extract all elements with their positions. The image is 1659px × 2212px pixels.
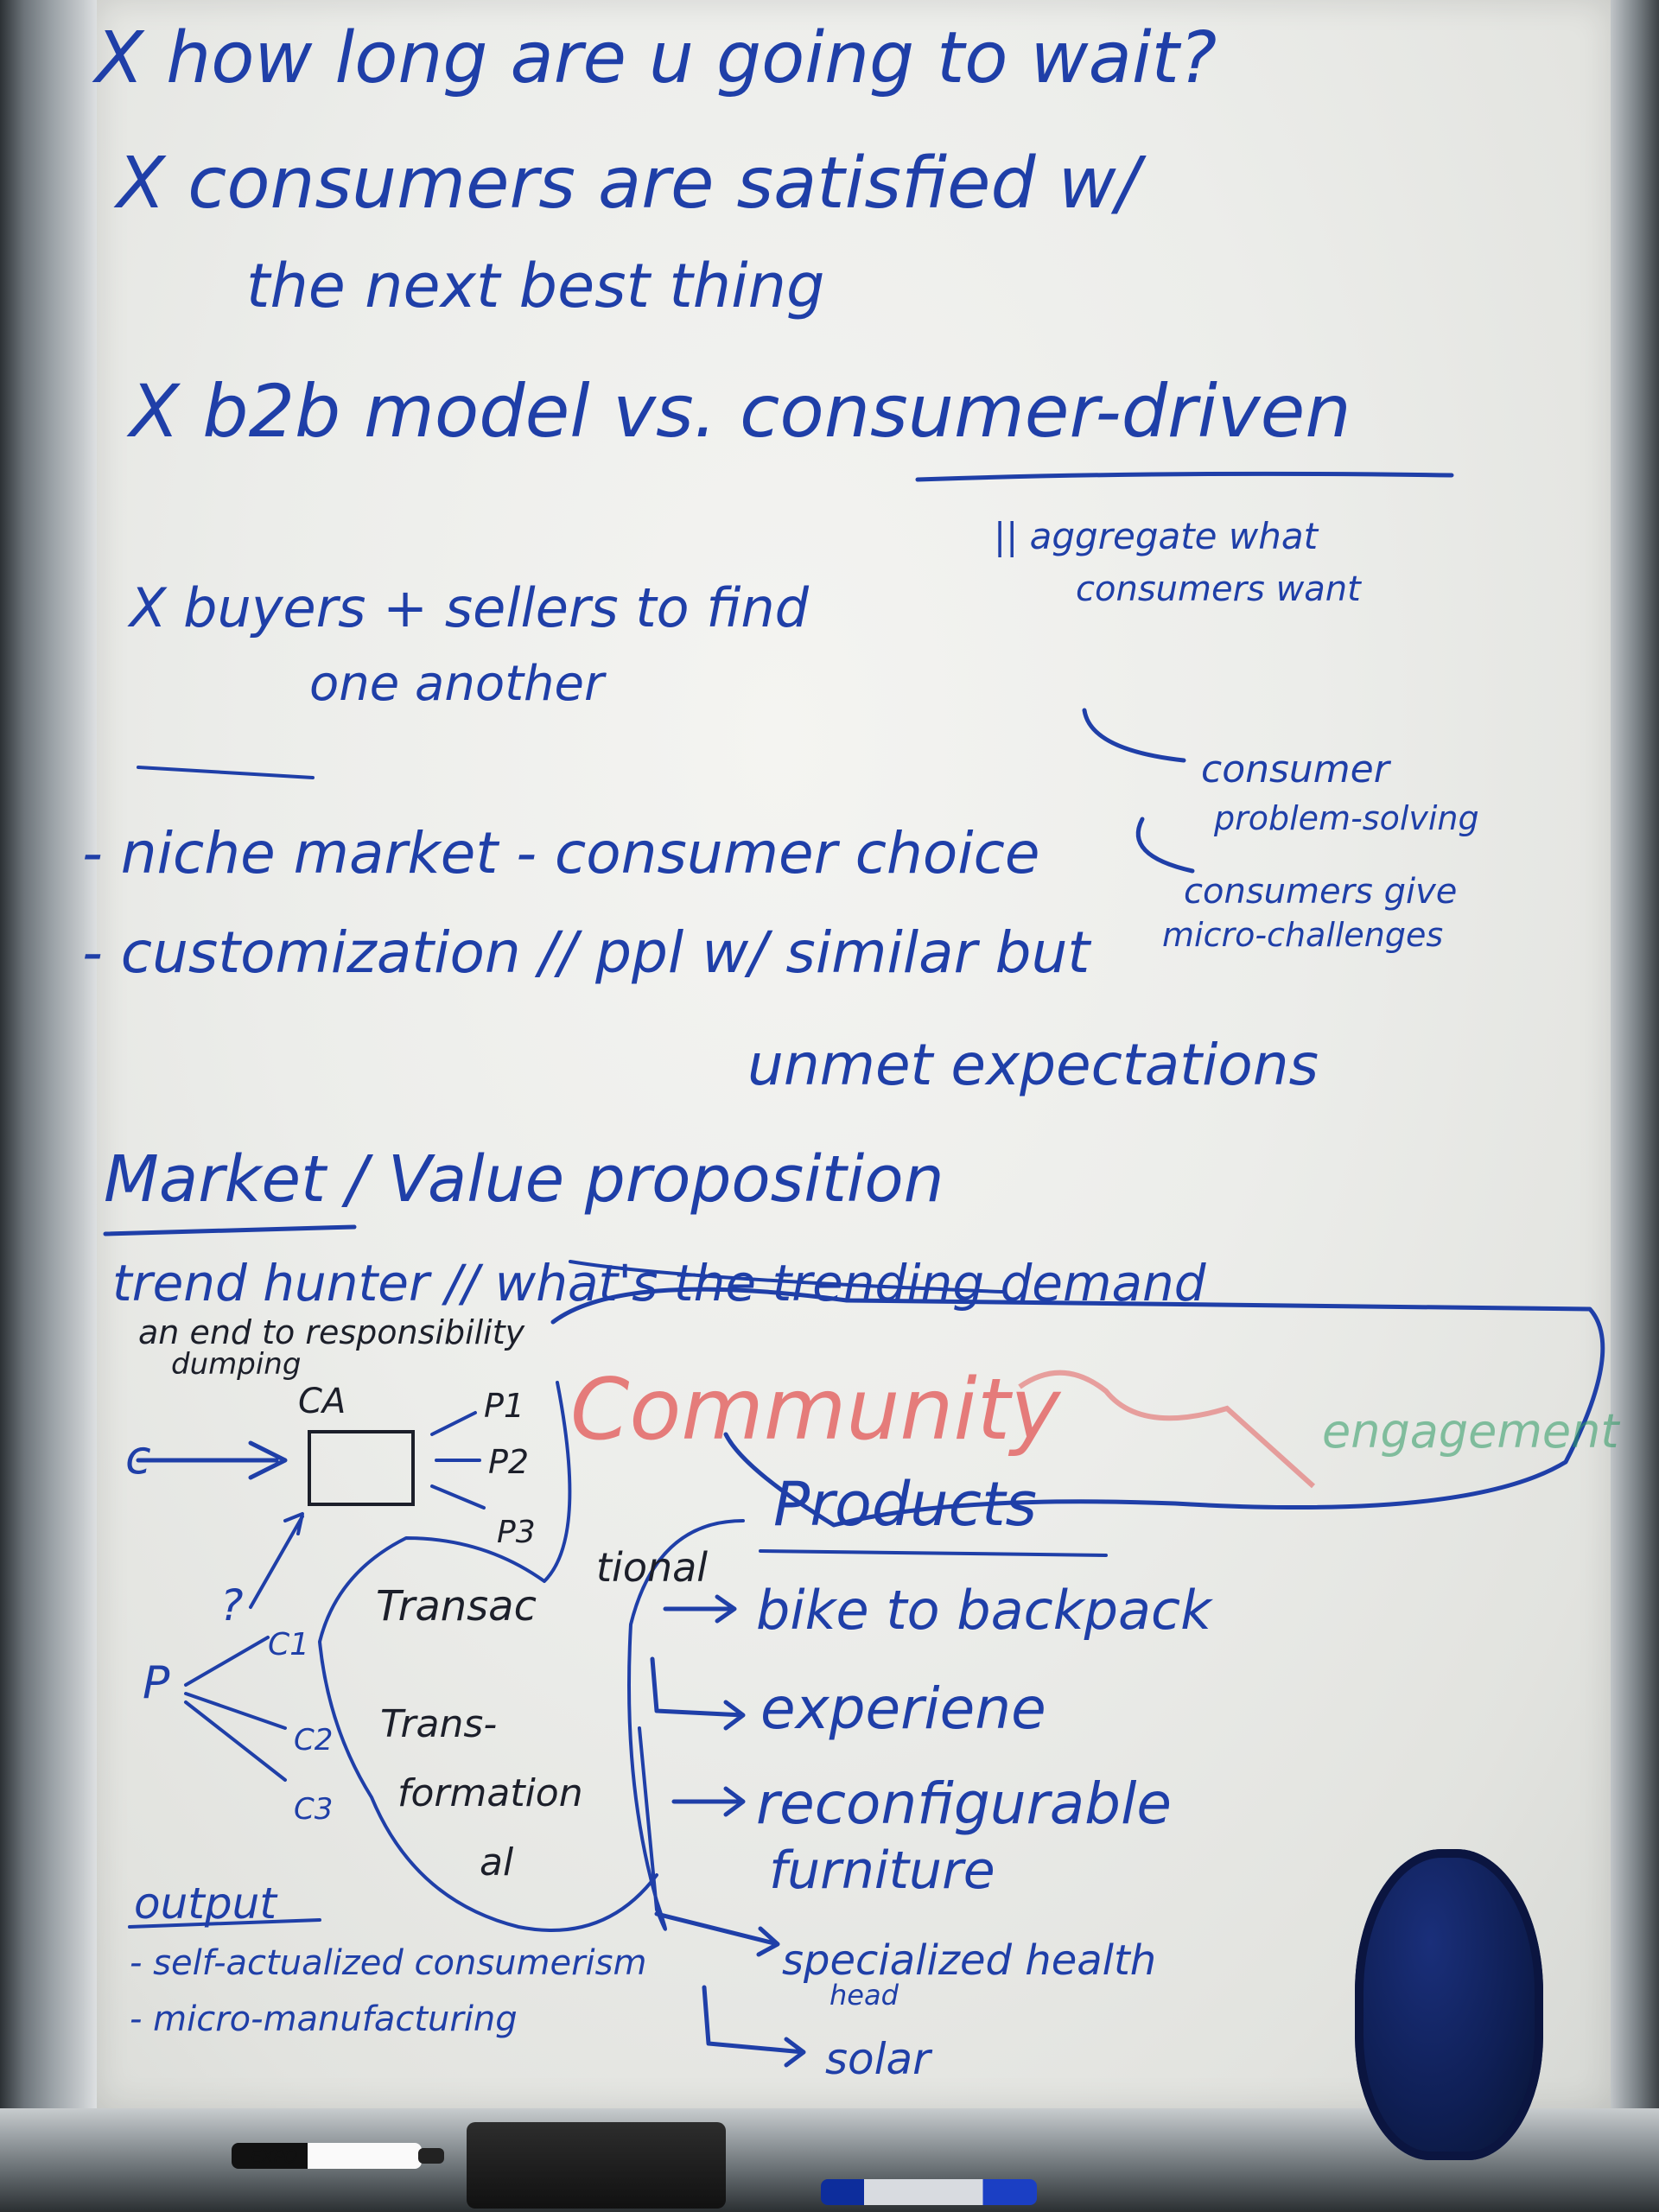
product-solar: solar <box>825 2034 933 2084</box>
brace-community <box>569 1260 1004 1294</box>
arrow-consumer <box>1082 708 1186 763</box>
underline-products <box>759 1549 1108 1557</box>
ca-box <box>308 1430 415 1506</box>
black-marker <box>232 2143 444 2169</box>
line-next-best-thing: the next best thing <box>246 251 824 321</box>
product-specialized-health: specialized health <box>782 1936 1156 1985</box>
line-aggregate: || aggregate what <box>994 515 1319 557</box>
faded-engagement: engagement <box>1322 1404 1620 1459</box>
arrow-consumers-give <box>1135 817 1195 874</box>
label-question: ? <box>220 1580 244 1630</box>
output-micro-manufacturing: - micro-manufacturing <box>130 1999 518 2039</box>
arrow-experience <box>650 1656 746 1731</box>
heading-output: output <box>134 1878 278 1929</box>
p-to-c-lines <box>184 1636 287 1782</box>
arrow-reconfigurable <box>671 1786 746 1817</box>
line-b2b-model: X b2b model vs. consumer-driven <box>126 369 1351 454</box>
line-problem-solving: problem-solving <box>1213 799 1479 837</box>
label-p1: P1 <box>484 1387 524 1425</box>
arrow-question-to-ca <box>249 1512 304 1609</box>
board-text: X how long are u going to wait? X consum… <box>82 17 1620 2167</box>
arrow-bike <box>663 1594 737 1624</box>
label-al: al <box>480 1840 514 1885</box>
heading-products: Products <box>773 1469 1037 1540</box>
label-ca: CA <box>298 1382 346 1421</box>
eraser-holder <box>1355 1849 1543 2160</box>
output-self-actualized: - self-actualized consumerism <box>130 1943 646 1983</box>
line-customization: - customization // ppl w/ similar but <box>82 919 1091 986</box>
line-how-long: X how long are u going to wait? <box>92 17 1217 99</box>
label-p3: P3 <box>497 1515 536 1550</box>
label-c1: C1 <box>268 1627 309 1662</box>
underline-output <box>128 1918 321 1929</box>
line-consumers-want: consumers want <box>1076 569 1362 609</box>
separator-line <box>137 766 315 779</box>
underline-consumer-driven <box>915 471 1454 482</box>
faded-red-doodle <box>1018 1370 1316 1489</box>
line-niche-market: - niche market - consumer choice <box>82 820 1039 887</box>
product-furniture: furniture <box>769 1840 995 1901</box>
line-market-value: Market / Value proposition <box>104 1142 944 1217</box>
line-dumping: dumping <box>171 1347 301 1382</box>
product-reconfigurable: reconfigurable <box>756 1770 1172 1837</box>
label-p: P <box>143 1657 170 1709</box>
faded-community: Community <box>570 1361 1062 1459</box>
line-trend-hunter: trend hunter // what's the trending dema… <box>112 1254 1207 1313</box>
marker-brand-label: EXPO <box>251 2146 297 2167</box>
product-experience: experiene <box>760 1675 1046 1742</box>
whiteboard-eraser <box>467 2122 726 2209</box>
ca-to-p-lines <box>430 1411 486 1510</box>
arrow-c-to-ca <box>136 1440 288 1480</box>
arrow-health <box>654 1911 780 1957</box>
arrow-solar <box>702 1985 806 2068</box>
underline-market <box>103 1224 357 1236</box>
line-consumers-satisfied: X consumers are satisfied w/ <box>113 143 1147 225</box>
label-c: c <box>125 1430 151 1484</box>
line-micro-challenges: micro-challenges <box>1162 916 1443 954</box>
label-tional: tional <box>596 1544 708 1591</box>
products-bracket <box>627 1519 745 1931</box>
line-consumer: consumer <box>1201 747 1392 791</box>
label-formation: formation <box>397 1771 583 1815</box>
label-trans: Trans- <box>380 1702 497 1746</box>
line-end-to-responsibility: an end to responsibility <box>138 1313 525 1351</box>
label-c3: C3 <box>294 1792 333 1827</box>
community-outline <box>550 1287 1605 1528</box>
blue-marker <box>821 2179 1037 2205</box>
line-consumers-give: consumers give <box>1184 872 1457 912</box>
line-unmet-expectations: unmet expectations <box>747 1032 1319 1098</box>
line-buyers-sellers: X buyers + sellers to find <box>127 576 810 639</box>
label-transac: Transac <box>376 1582 537 1630</box>
product-head: head <box>830 1979 899 2012</box>
product-bike-to-backpack: bike to backpack <box>756 1579 1213 1642</box>
line-one-another: one another <box>309 656 607 712</box>
label-p2: P2 <box>488 1443 529 1481</box>
label-c2: C2 <box>294 1723 333 1758</box>
transformation-loop <box>318 1381 658 1932</box>
